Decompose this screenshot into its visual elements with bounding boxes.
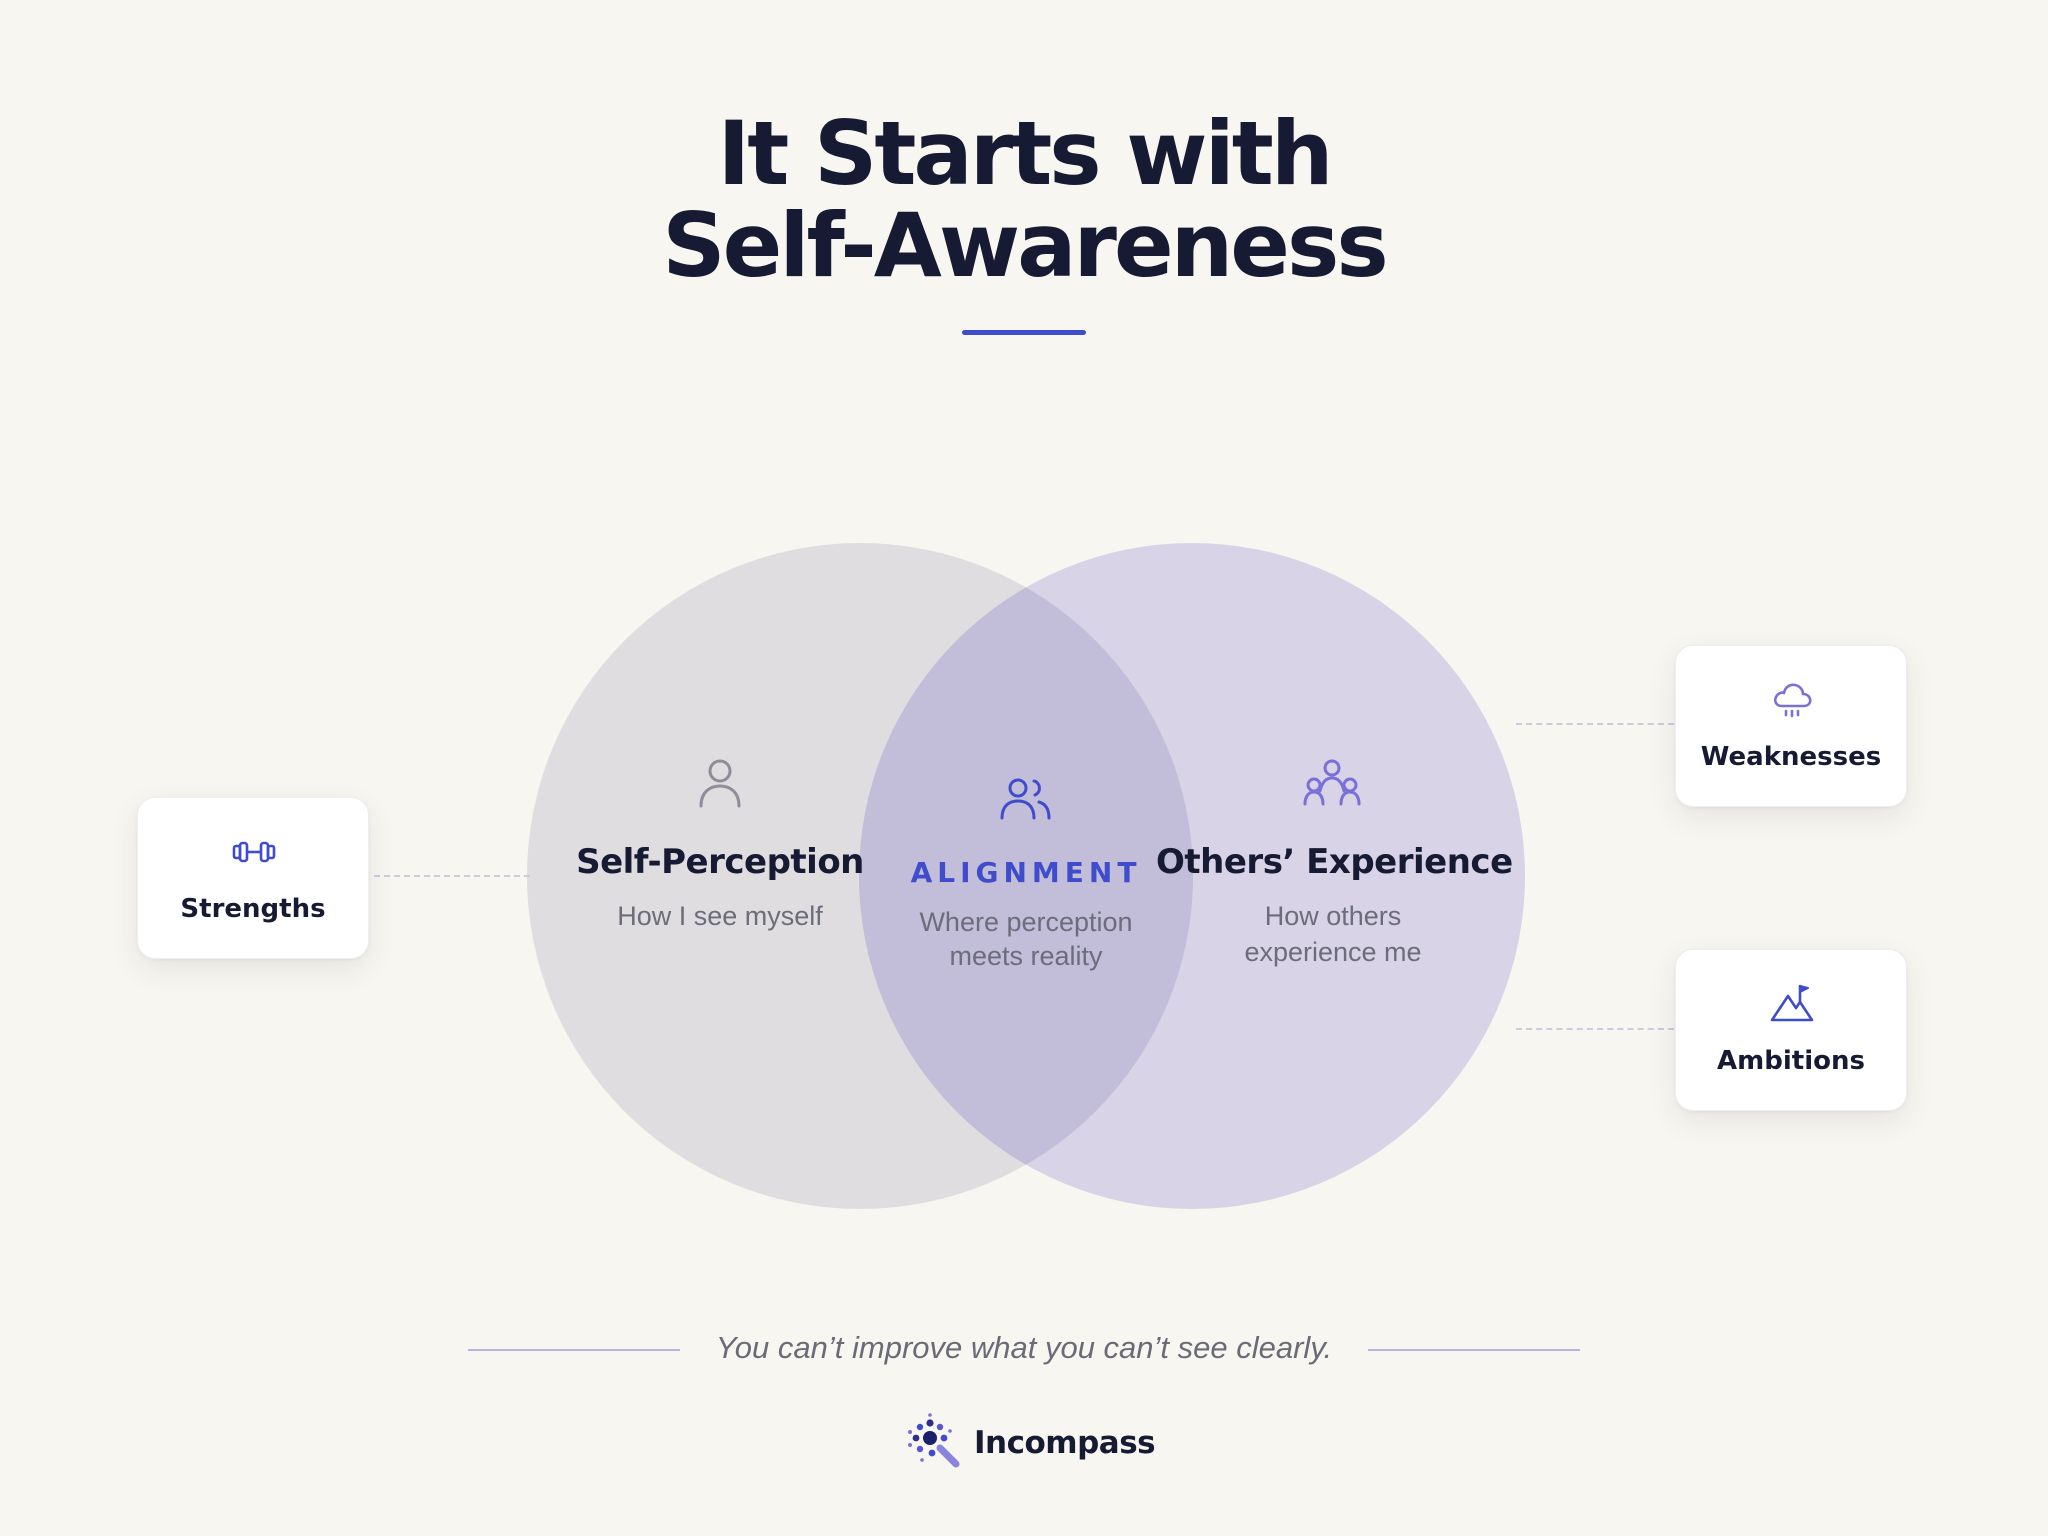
others-experience-subtitle-line-2: experience me xyxy=(1244,937,1422,967)
self-perception-title: Self-Perception xyxy=(576,842,864,882)
dumbbell-icon xyxy=(232,841,276,863)
brand-name: Incompass xyxy=(974,1425,1156,1461)
group-icon xyxy=(1303,759,1361,806)
ambitions-card: Ambitions xyxy=(1675,949,1907,1111)
quote-rule-right xyxy=(1368,1349,1580,1351)
ambitions-label: Ambitions xyxy=(1717,1046,1865,1076)
others-experience-title: Others’ Experience xyxy=(1156,842,1513,882)
mountain-flag-icon xyxy=(1770,984,1814,1022)
weaknesses-card: Weaknesses xyxy=(1675,645,1907,807)
person-icon xyxy=(699,759,741,808)
title-line-1: It Starts with xyxy=(717,102,1334,205)
self-perception-subtitle: How I see myself xyxy=(617,901,823,931)
weaknesses-label: Weaknesses xyxy=(1700,742,1882,772)
incompass-logo-icon xyxy=(908,1413,960,1468)
rain-cloud-icon xyxy=(1773,683,1812,718)
alignment-subtitle-line-2: meets reality xyxy=(949,941,1103,971)
strengths-connector xyxy=(374,875,530,877)
strengths-card: Strengths xyxy=(137,797,369,959)
page-title: It Starts with Self-Awareness xyxy=(0,108,2048,292)
two-people-icon xyxy=(1000,778,1051,820)
strengths-label: Strengths xyxy=(180,894,326,924)
others-experience-subtitle-line-1: How others xyxy=(1264,901,1402,931)
title-underline xyxy=(962,330,1086,335)
title-line-2: Self-Awareness xyxy=(662,194,1388,297)
brand-logo: Incompass xyxy=(906,1412,1156,1474)
alignment-subtitle-line-1: Where perception xyxy=(919,907,1133,937)
weaknesses-connector xyxy=(1516,723,1674,725)
alignment-title: ALIGNMENT xyxy=(910,856,1142,889)
quote-rule-left xyxy=(468,1349,680,1351)
alignment-overlap xyxy=(859,543,1193,1209)
ambitions-connector xyxy=(1516,1028,1674,1030)
tagline-quote: You can’t improve what you can’t see cle… xyxy=(715,1330,1333,1365)
